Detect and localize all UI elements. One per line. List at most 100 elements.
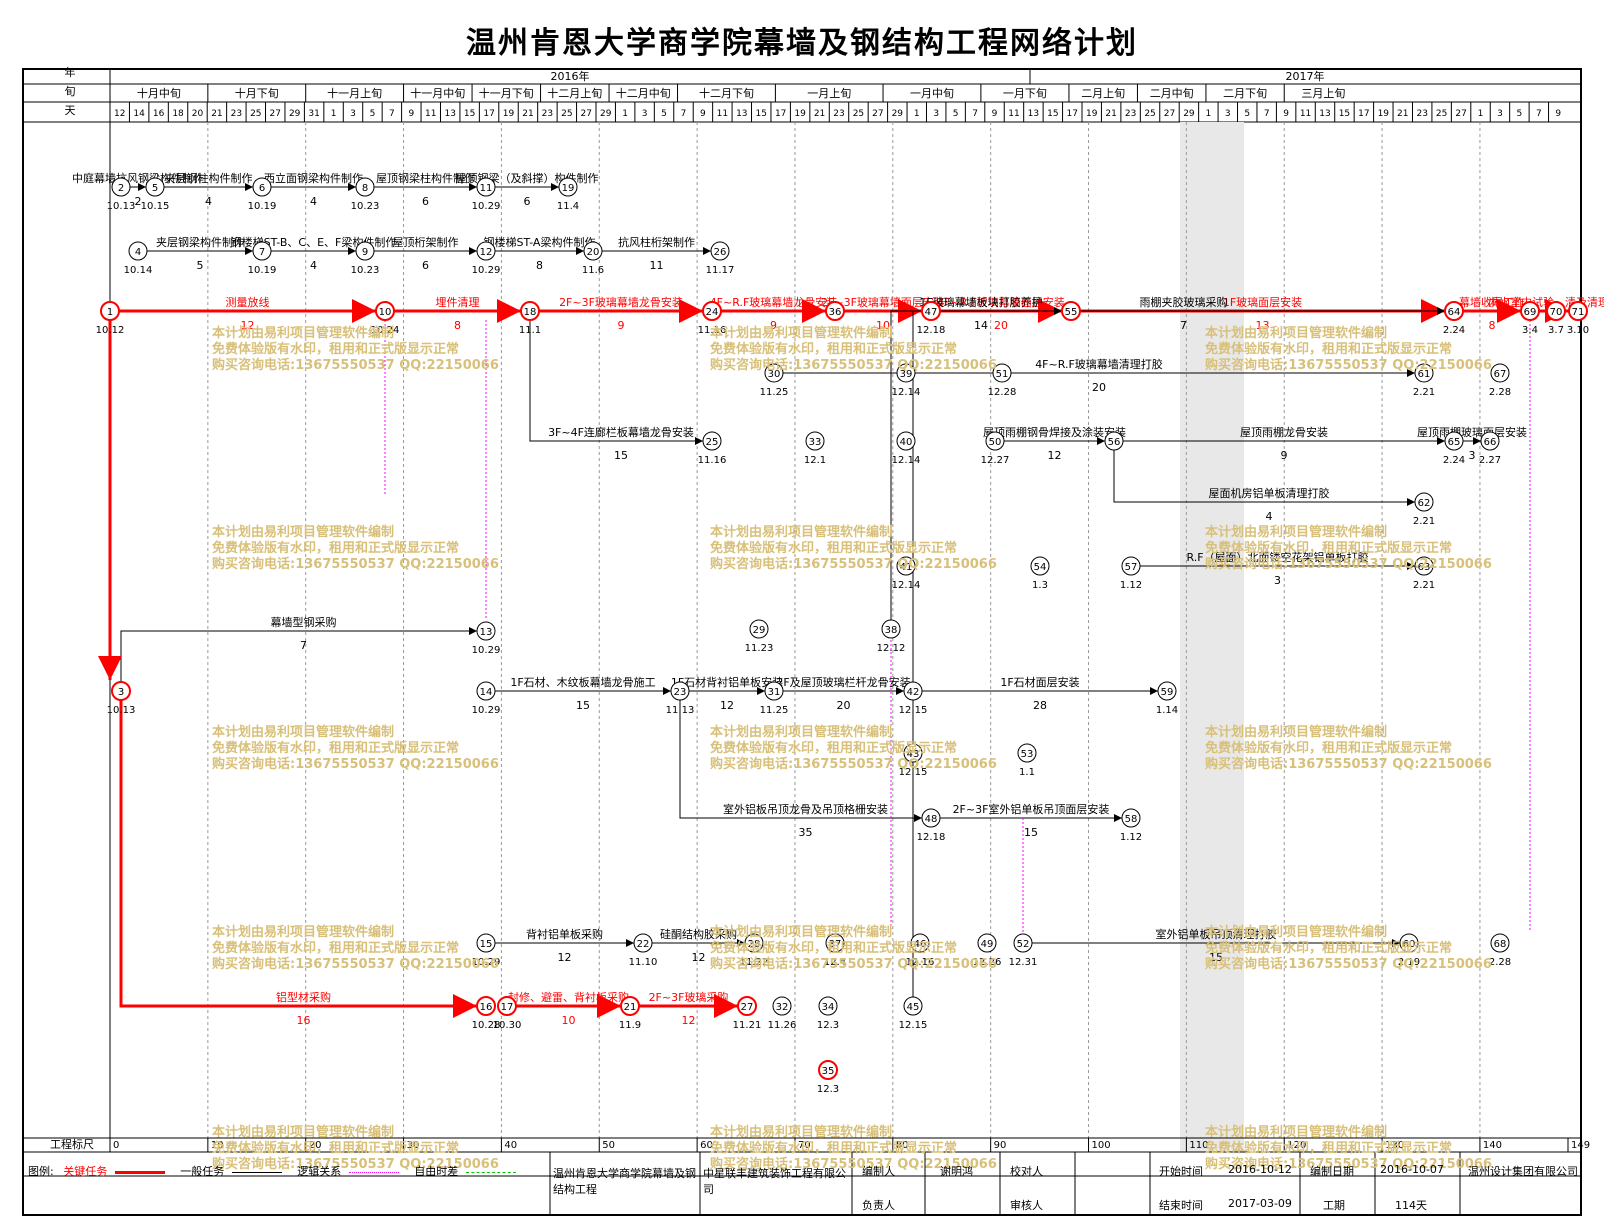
event-node	[1546, 301, 1566, 321]
node-id: 24	[706, 307, 719, 318]
task-name: 铝型材采购	[276, 990, 331, 1004]
node-date: 10.13	[107, 201, 136, 212]
task-duration: 10	[876, 319, 890, 332]
watermark-line: 本计划由易利项目管理软件编制	[1205, 925, 1388, 940]
day-label: 7	[389, 109, 395, 119]
watermark-line: 免费体验版有水印，租用和正式版显示正常	[1205, 741, 1453, 756]
task-name: 钢楼梯ST-A梁构件制作	[484, 235, 596, 249]
node-id: 7	[259, 247, 265, 258]
node-id: 6	[259, 183, 265, 194]
node-date: 12.15	[899, 767, 928, 778]
node-id: 5	[152, 183, 158, 194]
event-node	[825, 301, 845, 321]
event-node	[896, 363, 916, 383]
day-label: 11	[425, 109, 436, 119]
ruler-tick-label: 60	[700, 1140, 713, 1151]
node-date: 12.27	[981, 455, 1010, 466]
legend-critical-line	[114, 1170, 165, 1174]
period-label: 十二月上旬	[547, 86, 602, 100]
node-id: 60	[1403, 939, 1416, 950]
event-node	[992, 363, 1012, 383]
ruler-tick-label: 10	[211, 1140, 224, 1151]
task-arrow	[119, 700, 477, 1018]
watermark-line: 本计划由易利项目管理软件编制	[710, 1125, 893, 1140]
day-label: 23	[231, 109, 242, 119]
day-label: 27	[872, 109, 883, 119]
period-label: 十月下旬	[235, 86, 279, 100]
node-date: 11.25	[760, 387, 789, 398]
day-label: 5	[953, 109, 959, 119]
node-id: 26	[714, 247, 727, 258]
task-duration: 20	[1092, 381, 1106, 394]
day-label: 13	[1028, 109, 1039, 119]
node-date: 11.26	[768, 1020, 797, 1031]
node-id: 69	[1524, 307, 1537, 318]
day-label: 29	[1183, 109, 1195, 119]
day-label: 25	[250, 109, 261, 119]
day-label: 9	[1555, 109, 1561, 119]
task-duration: 15	[1209, 951, 1223, 964]
day-label: 19	[1378, 109, 1390, 119]
event-node	[128, 241, 148, 261]
node-id: 33	[809, 437, 822, 448]
node-id: 13	[480, 627, 493, 638]
event-node	[1414, 492, 1434, 512]
day-label: 31	[308, 109, 319, 119]
footer-reviewer-label: 审核人	[1010, 1199, 1043, 1212]
day-label: 27	[581, 109, 592, 119]
node-date: 11.25	[760, 705, 789, 716]
task-name: 屋顶雨棚钢骨焊接及涂装安装	[983, 425, 1126, 439]
task-duration: 3	[1274, 574, 1281, 587]
node-date: 11.16	[698, 455, 727, 466]
task-duration: 4	[205, 195, 212, 208]
node-date: 2.28	[1489, 957, 1511, 968]
day-label: 17	[1358, 109, 1369, 119]
node-id: 17	[501, 1002, 514, 1013]
day-label: 16	[153, 109, 165, 119]
event-node	[252, 177, 272, 197]
footer-start: 2016-10-12	[1228, 1163, 1292, 1176]
watermark-line: 免费体验版有水印，租用和正式版显示正常	[710, 541, 958, 556]
footer-end-label: 结束时间	[1159, 1199, 1203, 1212]
node-date: 11.4	[557, 201, 579, 212]
event-node	[1480, 431, 1500, 451]
watermark-text: 本计划由易利项目管理软件编制免费体验版有水印，租用和正式版显示正常购买咨询电话:…	[1205, 925, 1492, 973]
node-date: 11.21	[733, 1020, 762, 1031]
task-name: 测量放线	[226, 295, 270, 309]
watermark-line: 免费体验版有水印，租用和正式版显示正常	[212, 342, 460, 357]
ruler-tick-label: 100	[1092, 1140, 1111, 1151]
task-arrow	[120, 627, 477, 682]
node-id: 48	[925, 814, 938, 825]
node-date: 11.1	[519, 325, 541, 336]
watermark-line: 购买咨询电话:13675550537 QQ:22150066	[1205, 358, 1492, 373]
task-name: 2F~3F室外铝单板吊顶面层安装	[953, 802, 1110, 816]
node-id: 63	[1418, 562, 1431, 573]
event-node	[497, 996, 517, 1016]
watermark-line: 本计划由易利项目管理软件编制	[1205, 326, 1388, 341]
task-name: 屋顶雨棚龙骨安装	[1240, 425, 1328, 439]
task-name: 1F石材、木纹板幕墙龙骨施工	[510, 675, 655, 689]
day-label: 11	[1300, 109, 1311, 119]
event-node	[476, 241, 496, 261]
watermark-line: 本计划由易利项目管理软件编制	[212, 326, 395, 341]
day-label: 1	[1478, 109, 1484, 119]
footer-company: 中星联丰建筑装饰工程有限公司	[703, 1167, 846, 1196]
year-label: 2016年	[551, 69, 590, 83]
event-node	[1520, 301, 1540, 321]
event-node	[1157, 681, 1177, 701]
node-id: 65	[1448, 437, 1461, 448]
day-label: 17	[483, 109, 494, 119]
node-id: 30	[768, 369, 781, 380]
footer-editor: 谢明鸿	[940, 1165, 973, 1178]
day-label: 23	[1125, 109, 1136, 119]
node-date: 12.28	[988, 387, 1017, 398]
day-label: 9	[700, 109, 706, 119]
watermark-line: 购买咨询电话:13675550537 QQ:22150066	[212, 957, 499, 972]
day-label: 3	[1225, 109, 1231, 119]
node-date: 10.13	[107, 705, 136, 716]
watermark-text: 本计划由易利项目管理软件编制免费体验版有水印，租用和正式版显示正常购买咨询电话:…	[1205, 326, 1492, 374]
network-plan-frame	[22, 68, 1582, 1216]
task-duration: 3	[1469, 449, 1476, 462]
day-label: 21	[1105, 109, 1116, 119]
footer-date: 2016-10-07	[1380, 1163, 1444, 1176]
